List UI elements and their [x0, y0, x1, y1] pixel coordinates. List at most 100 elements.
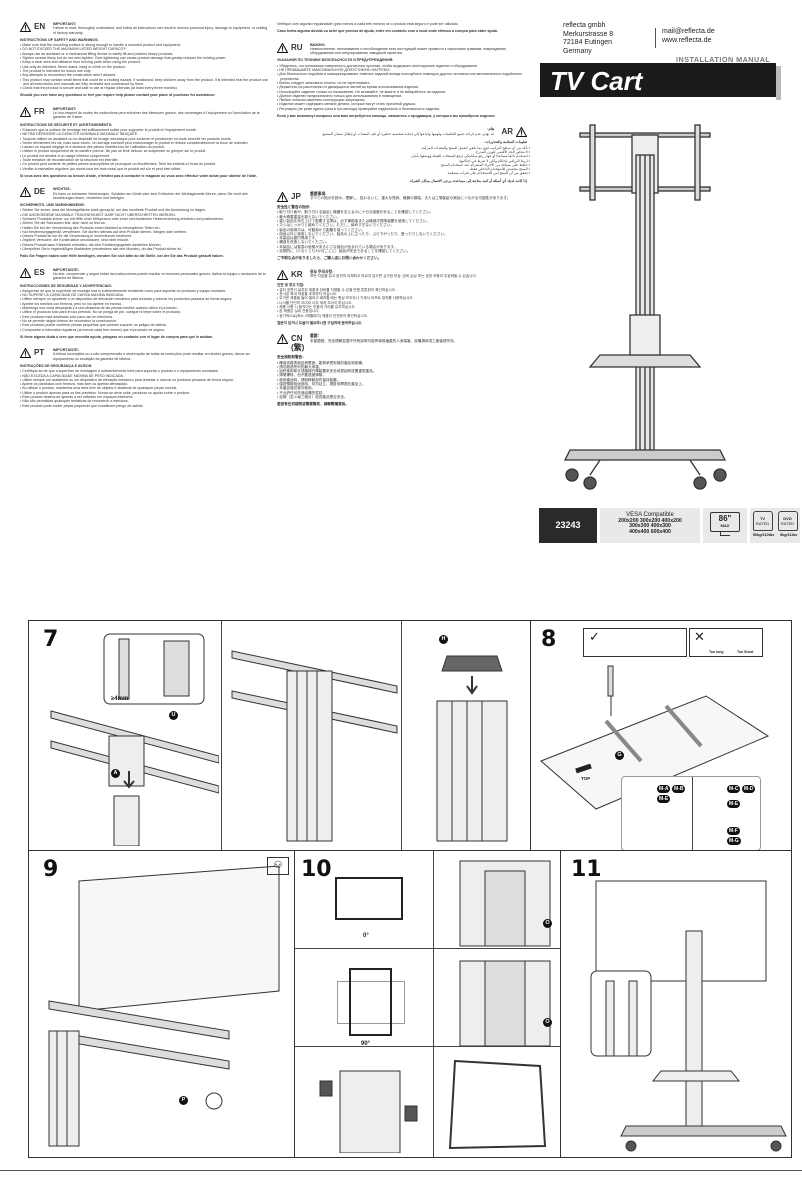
safety-item: Não são permitidas quaisquer tentativas … — [20, 399, 268, 403]
vesa-sizes: 300x300 400x300 — [629, 523, 671, 529]
safety-item: Este produto pode conter peças pequenas … — [20, 404, 268, 408]
safety-item: اربط البراغي بإحكام ولكن لا تفرط في إحكا… — [277, 159, 528, 163]
mounting-arms-illustration — [50, 633, 219, 846]
safety-list: Asegúrese de que la superficie de montaj… — [20, 289, 268, 332]
important-text: すべての指示を読み、理解し、従わないと、重大な怪我、機器の損傷、または工場保証の… — [310, 196, 511, 201]
spacer-m-g: M-G — [727, 837, 741, 845]
safety-item: 무거운 제품을 들어 올리고 배치할 때는 항상 보조자나 기계식 리프트 장치… — [277, 296, 527, 300]
important-text: Le non-respect de toutes les instruction… — [53, 111, 260, 120]
dvd-load: 5kg/11lbs — [780, 533, 798, 537]
safety-item: 取り付け面が、取り付ける製品と機器を支えるのに十分な強度があることを確認してくだ… — [277, 210, 527, 214]
safety-list: 取り付け面が、取り付ける製品と機器を支えるのに十分な強度があることを確認してくだ… — [277, 210, 527, 253]
screw-m-c: M-C — [727, 785, 741, 793]
divider — [295, 948, 561, 949]
safety-item: 製品の使用中は、可動部から距離を保ってください。 — [277, 228, 527, 232]
important-text: Es kann zu schweren Verletzungen, Schäde… — [53, 191, 248, 200]
safety-item: Dieses Produkt kann Kleinteile enthalten… — [20, 243, 268, 247]
screw-detail-box: M-A M-B M-E M-C M-D M-E M-F M-G — [621, 776, 761, 851]
safety-item: Stellen Sie sicher, dass die Montagefläc… — [20, 208, 268, 212]
important-text: قد يؤدي عدم قراءة جميع التعليمات وفهمها … — [321, 131, 494, 136]
safety-item: NÃO EXCEDA A CAPACIDADE MÁXIMA DE PESO I… — [20, 374, 268, 378]
help-note: 若您有任何疑問或需要幫助，請聯繫購買商。 — [277, 402, 349, 407]
important-text: 未能閱讀、完全理解並遵守所有說明可能會導致嚴重的人身傷害、設備損壞或工廠保修失效… — [310, 338, 458, 343]
part-u-label: U — [169, 711, 178, 720]
safety-item: 定期的に（少なくとも3か月ごとに）製品が安全であることを確認してください。 — [277, 249, 527, 253]
bracket-screw-illustrations — [448, 860, 551, 1150]
safety-item: Este producto puede contener piezas pequ… — [20, 323, 268, 327]
safety-item: S'assurer que la surface de montage est … — [20, 128, 268, 132]
language-code: ES — [34, 267, 45, 277]
important-label: 重要事項: — [310, 192, 327, 197]
street: Merkurstrasse 8 — [563, 30, 614, 38]
too-short-label: Too Short — [737, 650, 754, 654]
divider — [295, 1046, 561, 1047]
safety-title: INSTRUÇÕES DE SEGURANÇA E AVISOS: — [20, 364, 93, 368]
dvd-rated-label: DVD — [783, 516, 792, 521]
help-note: Si vous avez des questions ou besoin d'a… — [20, 173, 258, 178]
language-code: EN — [34, 22, 46, 31]
important-notice: IMPORTANT:Le non-respect de toutes les i… — [53, 107, 268, 120]
step-number: 11 — [571, 857, 602, 882]
safety-title: INSTRUCTIONS OF SAFETY AND WARNINGS: — [20, 37, 99, 42]
warning-icon — [277, 192, 288, 203]
help-note: Если у вас возникнут вопросы или вам пот… — [277, 114, 496, 119]
safety-item: Este producto está destinado solo para u… — [20, 315, 268, 319]
language-code: DE — [34, 187, 46, 197]
landscape-label: 0° — [363, 933, 369, 939]
safety-title: 안전 및 경고 지침: — [277, 282, 305, 287]
monitor-icon: 86" MAX — [710, 512, 740, 532]
safety-item: Toute tentative de reconstruction de la … — [20, 158, 268, 162]
safety-item: 표시된 최대 하중을 초과하지 마십시오. — [277, 292, 527, 296]
safety-item: Любые попытки изменить конструкцию запре… — [277, 98, 527, 102]
safety-item: 重い製品を持ち上げて配置する際は、必ず補助者または機械式昇降装置を使用してくださ… — [277, 219, 527, 223]
safety-item: Utilice el producto solo para el uso pre… — [20, 310, 268, 314]
screw-m-d: M-D — [742, 785, 756, 793]
safety-item: تأكد من أن سطح التركيب قوي بما يكفي لتحم… — [277, 146, 528, 150]
safety-list: 설치 표면이 설치된 제품과 장비를 지탱할 수 있을 만큼 튼튼한지 확인하십… — [277, 288, 527, 318]
safety-item: Always use an assistant or a mechanical … — [20, 52, 268, 56]
safety-item: Ziehen Sie die Schrauben fest, aber nich… — [20, 221, 268, 225]
tv-cart-illustration — [563, 124, 727, 490]
part-o-label: O — [543, 1018, 552, 1027]
divider — [221, 621, 222, 851]
washer-m-e: M-E — [657, 795, 671, 803]
safety-item: 제품 사용 시 움직이는 부품과 거리를 유지하십시오. — [277, 305, 527, 309]
tv-rated-label: TV — [759, 516, 766, 521]
warning-icon — [277, 42, 288, 53]
safety-item: Держитесь на расстоянии от движущихся ча… — [277, 85, 527, 89]
important-label: هام: — [487, 127, 494, 132]
important-text: Невыполнение, непонимание и несоблюдение… — [310, 46, 507, 56]
product-title: TV Cart — [540, 63, 781, 100]
help-note: إذا كانت لديك أي أسئلة أو كنت بحاجة إلى … — [409, 178, 527, 183]
tv-back-illustration — [540, 665, 770, 810]
warning-icon — [20, 267, 31, 278]
safety-list: Make sure that the mounting surface is s… — [20, 43, 268, 90]
help-note: 질문이 있거나 도움이 필요하시면 구입처에 문의하십시오. — [277, 320, 363, 325]
safety-item: 最大積載重量を超えないでください。 — [277, 215, 527, 219]
gap-label: ≥4mm — [111, 696, 129, 702]
safety-item: 確保安裝表面足夠堅固，能夠承受安裝的產品和設備。 — [277, 361, 527, 365]
safety-item: استخدم دائمًا مساعدًا أو جهاز رفع ميكاني… — [277, 154, 527, 158]
step-number: 10 — [301, 857, 332, 882]
safety-list: 確保安裝表面足夠堅固，能夠承受安裝的產品和設備。請勿超過所列的最大承重。始終使用… — [277, 361, 527, 400]
email: mail@reflecta.de — [662, 28, 715, 35]
safety-item: Utilize sempre um assistente ou um dispo… — [20, 378, 268, 382]
portrait-label: 90° — [361, 1041, 371, 1047]
language-code: JP — [291, 192, 301, 202]
help-note: Caso tenha alguma dúvida ou ache que pre… — [277, 29, 498, 34]
tv-load: 50kg/110lbs — [752, 533, 775, 537]
spacer-m-f: M-F — [727, 827, 740, 835]
step-11-panel: 11 — [560, 850, 792, 1158]
safety-title: 安全性と警告の指示: — [277, 205, 311, 210]
safety-item: المنتج مخصص للاستخدام الداخلي فقط. — [277, 167, 528, 171]
vesa-sizes: 200x200 300x200 400x200 — [618, 517, 682, 524]
safety-list: تأكد من أن سطح التركيب قوي بما يكفي لتحم… — [277, 146, 527, 176]
safety-item: Compruebe a intervalos regulares (al men… — [20, 328, 268, 332]
